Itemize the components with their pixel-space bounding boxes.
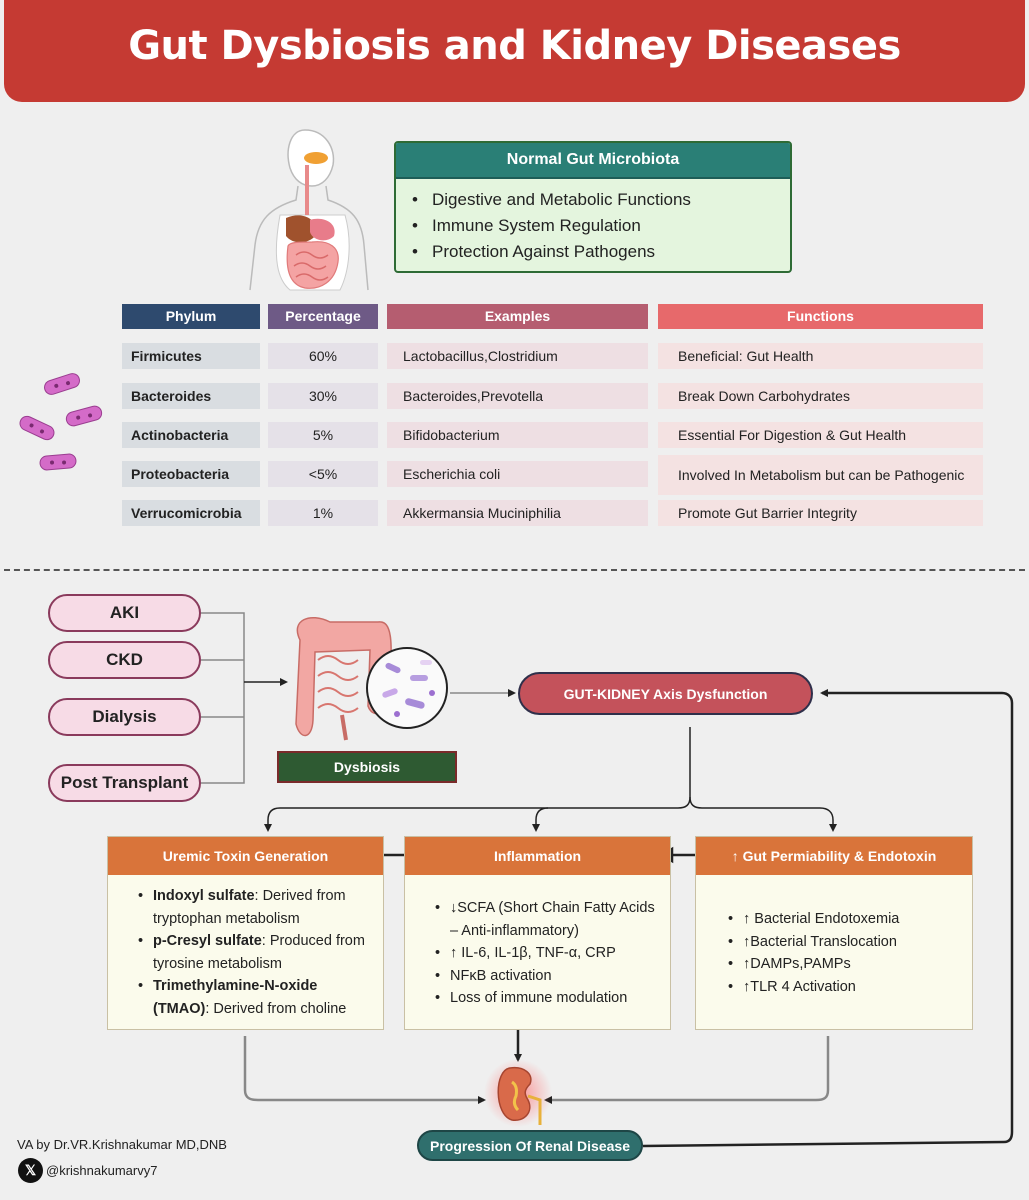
toxin-name: Indoxyl sulfate xyxy=(153,888,255,904)
uremic-toxin-title: Uremic Toxin Generation xyxy=(108,837,383,875)
kidney-icon xyxy=(484,1059,552,1127)
list-item: ↑ Bacterial Endotoxemia xyxy=(728,908,964,931)
gut-permeability-list: ↑ Bacterial Endotoxemia ↑Bacterial Trans… xyxy=(696,875,972,998)
feedback-arrow xyxy=(642,689,1014,1148)
list-item: Immune System Regulation xyxy=(412,213,790,239)
table-cell-percentage: 5% xyxy=(268,422,378,448)
header-functions: Functions xyxy=(658,304,983,329)
list-item: NFκB activation xyxy=(435,965,662,988)
list-item: Indoxyl sulfate: Derived from tryptophan… xyxy=(138,885,375,930)
normal-gut-list: Digestive and Metabolic Functions Immune… xyxy=(396,179,790,265)
list-item: Trimethylamine-N-oxide (TMAO): Derived f… xyxy=(138,975,375,1020)
table-cell-examples: Akkermansia Muciniphilia xyxy=(387,500,648,526)
table-cell-functions: Break Down Carbohydrates xyxy=(658,383,983,409)
inflammation-panel: Inflammation ↓SCFA (Short Chain Fatty Ac… xyxy=(404,836,671,1030)
condition-post-transplant: Post Transplant xyxy=(48,764,201,802)
social-handle[interactable]: @krishnakumarvy7 xyxy=(46,1163,158,1178)
table-cell-functions: Beneficial: Gut Health xyxy=(658,343,983,369)
gut-kidney-axis-box: GUT-KIDNEY Axis Dysfunction xyxy=(518,672,813,715)
table-cell-functions: Promote Gut Barrier Integrity xyxy=(658,500,983,526)
table-cell-phylum: Proteobacteria xyxy=(122,461,260,487)
header-examples: Examples xyxy=(387,304,648,329)
list-item: Protection Against Pathogens xyxy=(412,239,790,265)
header-percentage: Percentage xyxy=(268,304,378,329)
normal-gut-box: Normal Gut Microbiota Digestive and Meta… xyxy=(394,141,792,273)
list-item: ↓SCFA (Short Chain Fatty Acids – Anti-in… xyxy=(435,897,662,942)
list-item: ↑TLR 4 Activation xyxy=(728,976,964,999)
table-cell-phylum: Verrucomicrobia xyxy=(122,500,260,526)
condition-dialysis: Dialysis xyxy=(48,698,201,736)
inflammation-title: Inflammation xyxy=(405,837,670,875)
microbe-magnifier-icon xyxy=(366,647,448,729)
table-cell-examples: Bifidobacterium xyxy=(387,422,648,448)
table-cell-phylum: Actinobacteria xyxy=(122,422,260,448)
progression-box: Progression Of Renal Disease xyxy=(417,1130,643,1161)
table-cell-examples: Lactobacillus,Clostridium xyxy=(387,343,648,369)
header-banner: Gut Dysbiosis and Kidney Diseases xyxy=(4,0,1025,102)
axis-branch-arrows xyxy=(264,727,837,832)
table-cell-functions: Essential For Digestion & Gut Health xyxy=(658,422,983,448)
condition-ckd: CKD xyxy=(48,641,201,679)
human-body-icon xyxy=(249,129,369,291)
page-title: Gut Dysbiosis and Kidney Diseases xyxy=(128,23,901,69)
table-cell-percentage: 30% xyxy=(268,383,378,409)
gut-permeability-panel: ↑ Gut Permiability & Endotoxin ↑ Bacteri… xyxy=(695,836,973,1030)
table-cell-examples: Escherichia coli xyxy=(387,461,648,487)
table-cell-percentage: 60% xyxy=(268,343,378,369)
inflammation-list: ↓SCFA (Short Chain Fatty Acids – Anti-in… xyxy=(405,875,670,1010)
list-item: Loss of immune modulation xyxy=(435,987,662,1010)
table-cell-percentage: 1% xyxy=(268,500,378,526)
section-divider xyxy=(4,569,1025,571)
header-phylum: Phylum xyxy=(122,304,260,329)
table-cell-examples: Bacteroides,Prevotella xyxy=(387,383,648,409)
list-item: ↑DAMPs,PAMPs xyxy=(728,953,964,976)
list-item: ↑ IL-6, IL-1β, TNF-α, CRP xyxy=(435,942,662,965)
table-cell-phylum: Bacteroides xyxy=(122,383,260,409)
intestine-icon xyxy=(295,617,392,741)
toxin-name: p-Cresyl sulfate xyxy=(153,933,262,949)
toxin-description: : Derived from tryptophan metabolism xyxy=(153,888,346,927)
gut-permeability-title: ↑ Gut Permiability & Endotoxin xyxy=(696,837,972,875)
condition-aki: AKI xyxy=(48,594,201,632)
x-logo-icon: 𝕏 xyxy=(18,1158,43,1183)
list-item: Digestive and Metabolic Functions xyxy=(412,187,790,213)
table-cell-percentage: <5% xyxy=(268,461,378,487)
list-item: ↑Bacterial Translocation xyxy=(728,931,964,954)
bacteria-icon xyxy=(19,373,103,471)
toxin-name: Trimethylamine-N-oxide (TMAO) xyxy=(153,978,318,1017)
author-credit: VA by Dr.VR.Krishnakumar MD,DNB xyxy=(17,1137,227,1152)
condition-connectors xyxy=(201,612,288,784)
table-cell-functions: Involved In Metabolism but can be Pathog… xyxy=(658,455,983,495)
uremic-toxin-list: Indoxyl sulfate: Derived from tryptophan… xyxy=(108,875,383,1020)
dysbiosis-label: Dysbiosis xyxy=(277,751,457,783)
toxin-description: : Derived from choline xyxy=(205,1000,347,1017)
toxin-description: : Produced from tyrosine metabolism xyxy=(153,933,365,972)
list-item: p-Cresyl sulfate: Produced from tyrosine… xyxy=(138,930,375,975)
table-cell-phylum: Firmicutes xyxy=(122,343,260,369)
normal-gut-title: Normal Gut Microbiota xyxy=(396,143,790,179)
uremic-toxin-panel: Uremic Toxin Generation Indoxyl sulfate:… xyxy=(107,836,384,1030)
panels-to-kidney-arrows xyxy=(243,1030,830,1104)
